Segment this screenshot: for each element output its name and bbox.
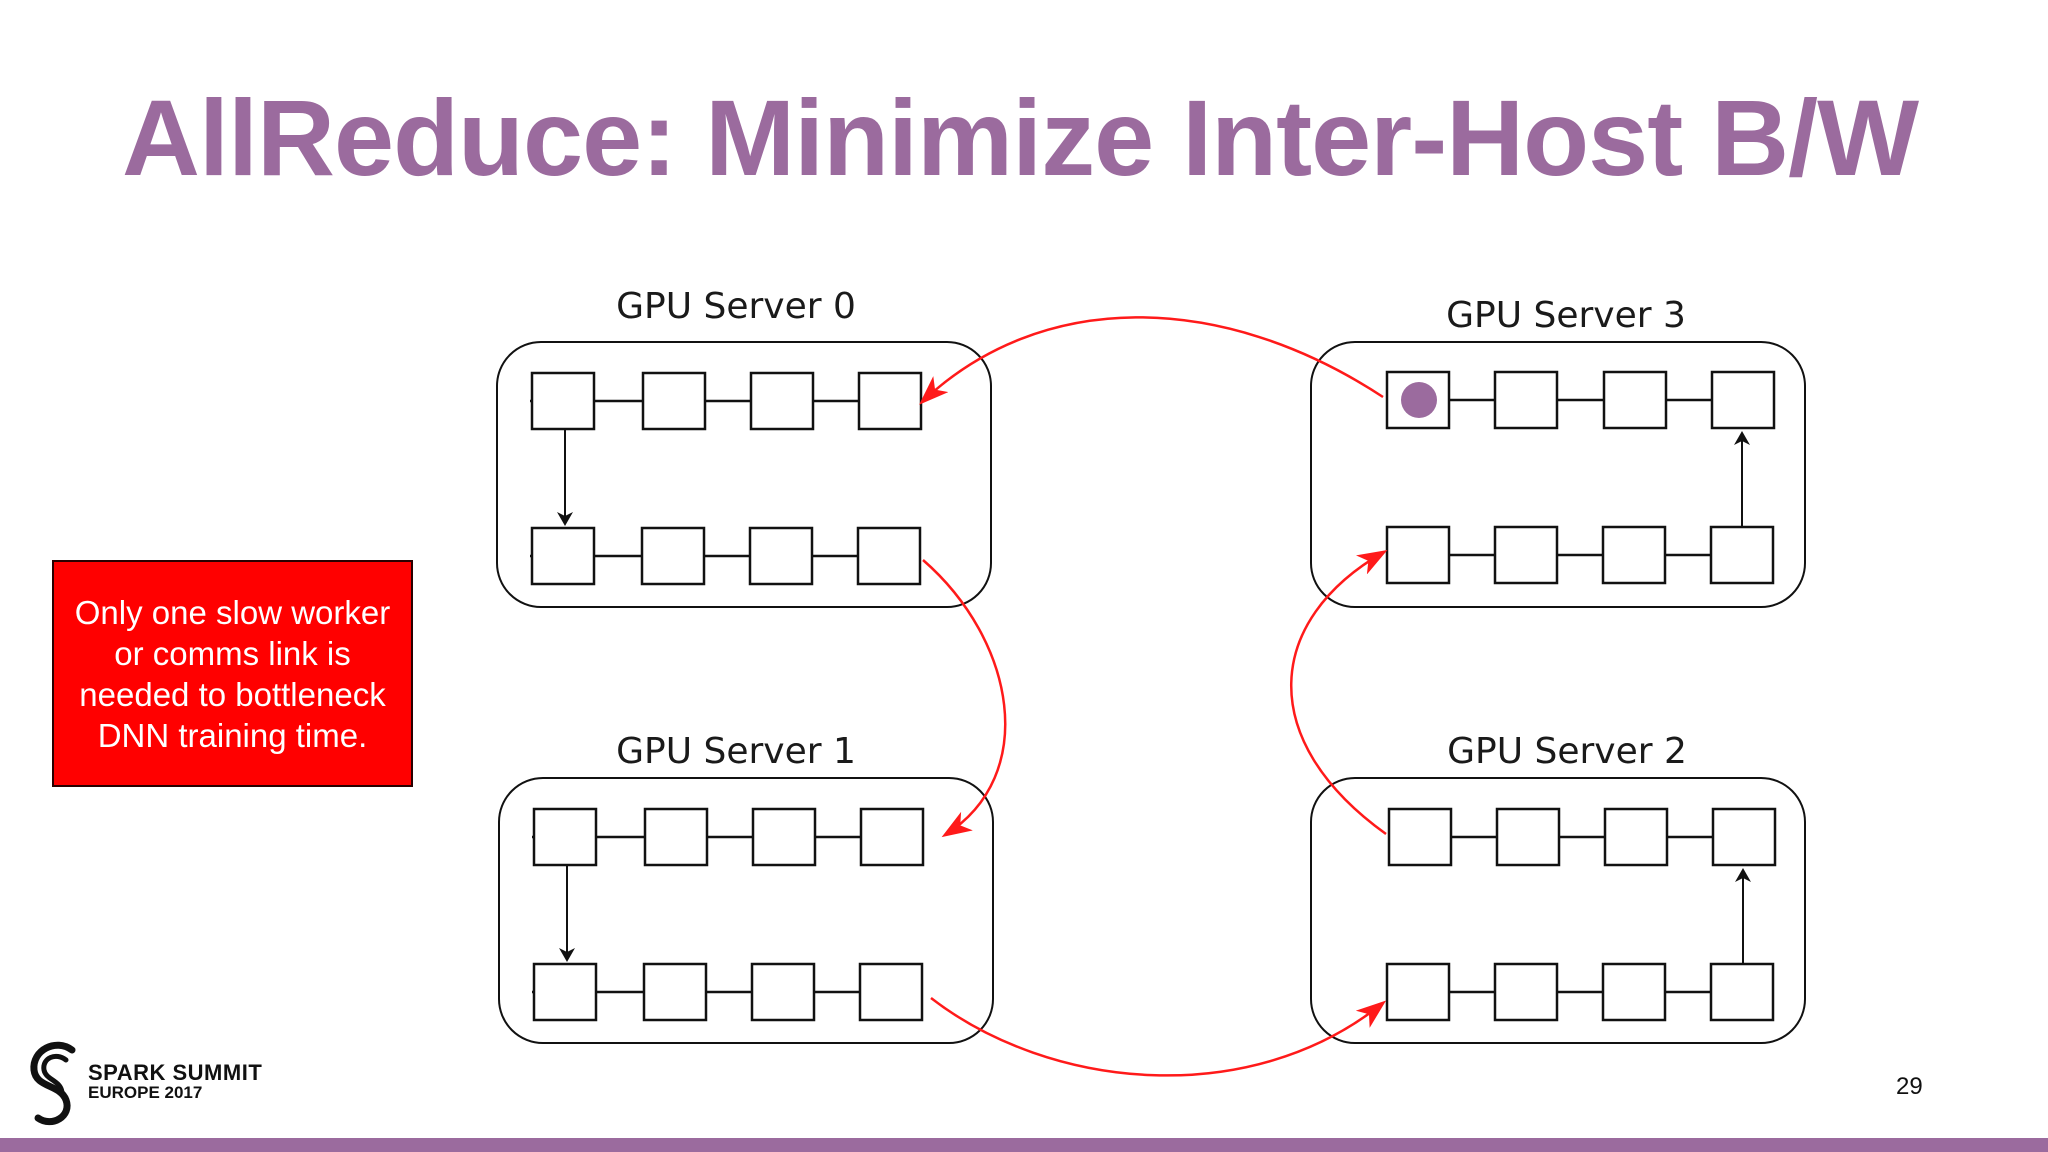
gpu-node: [1603, 807, 1669, 867]
gpu-node: [641, 371, 707, 431]
gpu-chain-top: [1387, 807, 1777, 867]
gpu-server-0: GPU Server 0: [496, 286, 992, 608]
link-server2-to-server3: [1290, 550, 1388, 836]
gpu-node: [1387, 807, 1453, 867]
gpu-chain-top: [532, 807, 925, 867]
gpu-node: [856, 526, 922, 586]
server-label: GPU Server 2: [1447, 731, 1687, 772]
gpu-chain-bottom: [1385, 525, 1775, 585]
server-label: GPU Server 0: [616, 286, 856, 327]
marker-dot: [1401, 382, 1437, 418]
gpu-node: [1710, 370, 1776, 430]
gpu-node: [858, 962, 924, 1022]
gpu-node: [1601, 525, 1667, 585]
link-server1-to-server2: [930, 997, 1387, 1077]
server-enclosure: [1310, 777, 1806, 1044]
gpu-chain-bottom: [1385, 962, 1775, 1022]
gpu-node: [1385, 525, 1451, 585]
gpu-node: [643, 807, 709, 867]
gpu-node: [1711, 807, 1777, 867]
gpu-node: [532, 807, 598, 867]
gpu-node: [532, 962, 598, 1022]
gpu-chain-top: [1385, 370, 1776, 430]
gpu-node: [1495, 807, 1561, 867]
gpu-server-1: GPU Server 1: [498, 731, 994, 1044]
gpu-node: [1493, 370, 1559, 430]
link-server3-to-server0: [919, 316, 1384, 405]
logo-title: SPARK SUMMIT: [88, 1060, 263, 1085]
spark-swirl-icon: [30, 1041, 76, 1126]
gpu-node: [748, 526, 814, 586]
inter-host-ring: [919, 316, 1388, 1077]
spark-summit-logo: SPARK SUMMIT EUROPE 2017: [26, 1036, 286, 1126]
server-label: GPU Server 3: [1446, 295, 1686, 336]
page-number: 29: [1896, 1073, 1923, 1100]
link-server0-to-server1: [922, 559, 1007, 838]
server-enclosure: [498, 777, 994, 1044]
bottom-accent-bar: [0, 1138, 2048, 1152]
gpu-node: [530, 526, 596, 586]
gpu-node: [1601, 962, 1667, 1022]
gpu-chain-bottom: [532, 962, 924, 1022]
gpu-chain-bottom: [530, 526, 922, 586]
gpu-node: [640, 526, 706, 586]
gpu-server-2: GPU Server 2: [1310, 731, 1806, 1044]
gpu-node: [749, 371, 815, 431]
gpu-node: [530, 371, 596, 431]
logo-subtitle: EUROPE 2017: [88, 1083, 203, 1102]
server-label: GPU Server 1: [616, 731, 856, 772]
gpu-node: [1709, 525, 1775, 585]
gpu-node: [1493, 525, 1559, 585]
gpu-node: [857, 371, 923, 431]
gpu-node: [1709, 962, 1775, 1022]
gpu-node: [751, 807, 817, 867]
gpu-chain-top: [530, 371, 923, 431]
gpu-node: [1493, 962, 1559, 1022]
server-enclosure: [1310, 341, 1806, 608]
slide-title: AllReduce: Minimize Inter-Host B/W: [122, 77, 1919, 198]
gpu-node: [642, 962, 708, 1022]
callout-box: Only one slow worker or comms link is ne…: [52, 560, 413, 787]
gpu-server-3: GPU Server 3: [1310, 295, 1806, 608]
gpu-node: [859, 807, 925, 867]
callout-text: Only one slow worker or comms link is ne…: [74, 593, 391, 754]
server-enclosure: [496, 341, 992, 608]
gpu-node: [750, 962, 816, 1022]
gpu-node: [1602, 370, 1668, 430]
gpu-node: [1385, 962, 1451, 1022]
